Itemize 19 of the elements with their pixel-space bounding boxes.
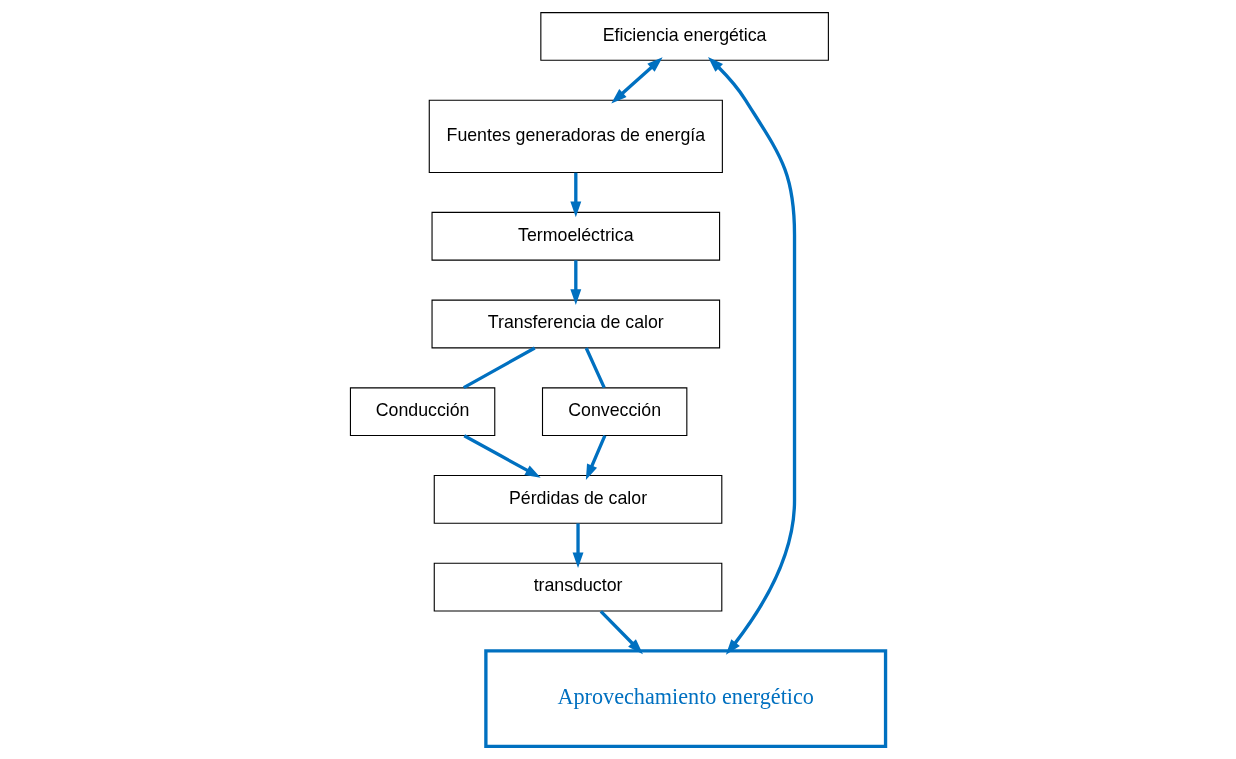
node-box: Pérdidas de calor: [433, 474, 723, 524]
node-box: transductor: [433, 562, 723, 612]
arrow: [611, 57, 663, 104]
arrow: [708, 56, 797, 655]
node-box: Convección: [541, 387, 688, 437]
arrow: [570, 172, 582, 218]
arrow: [570, 260, 582, 305]
node-box: Aprovechamiento energético: [484, 649, 888, 749]
node-box: Fuentes generadoras de energía: [428, 99, 723, 173]
arrow: [572, 523, 584, 569]
node-box: Transferencia de calor: [431, 299, 721, 349]
node-box: Conducción: [349, 387, 496, 437]
arrow: [599, 610, 643, 655]
node-box: Termoeléctrica: [431, 211, 721, 261]
arrow: [585, 435, 607, 480]
node-box: Eficiencia energética: [540, 12, 829, 61]
connector: [462, 346, 536, 390]
arrow: [463, 434, 541, 478]
connector: [584, 347, 606, 389]
